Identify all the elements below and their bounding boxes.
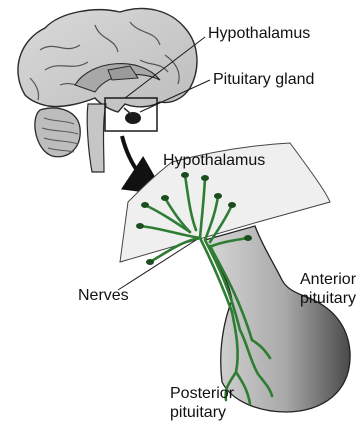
pituitary-in-brain	[125, 112, 141, 124]
label-posterior-line2: pituitary	[170, 404, 226, 421]
label-anterior-line2: pituitary	[300, 290, 356, 307]
label-posterior-line1: Posterior	[170, 385, 235, 402]
cerebrum	[18, 9, 197, 112]
label-anterior-line1: Anterior	[300, 271, 357, 288]
label-nerves: Nerves	[78, 287, 129, 304]
label-hypothalamus-detail: Hypothalamus	[163, 152, 265, 169]
brainstem	[87, 104, 106, 172]
label-hypothalamus-top: Hypothalamus	[208, 25, 310, 42]
zoom-arrow	[122, 136, 152, 186]
label-pituitary-gland: Pituitary gland	[213, 71, 314, 88]
brain-illustration	[18, 9, 197, 172]
